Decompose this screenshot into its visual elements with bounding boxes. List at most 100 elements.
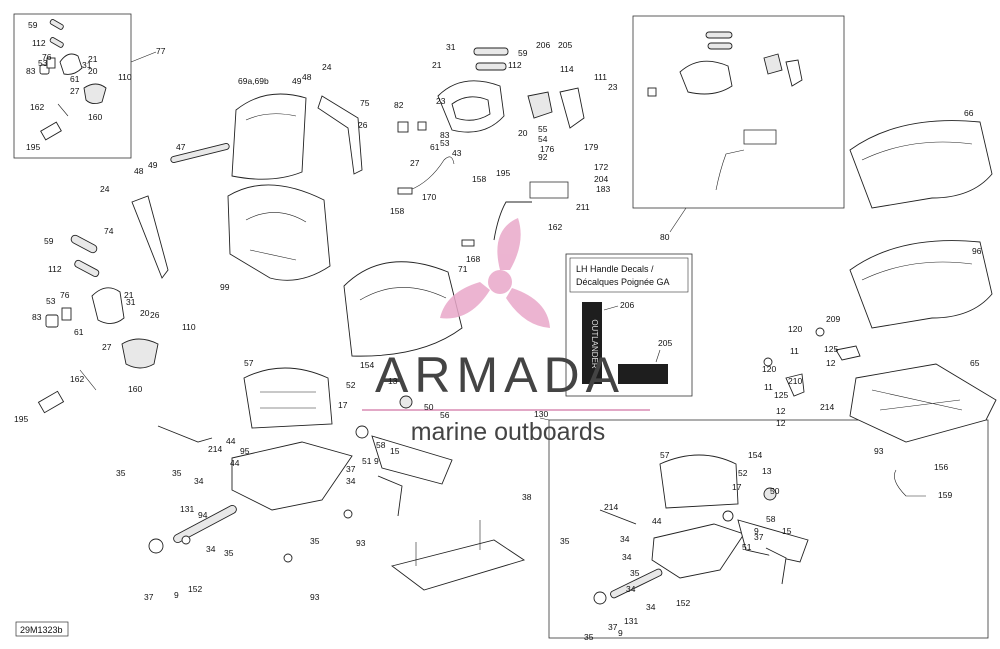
part-number-label: 111 [594,72,607,82]
part-number-label: 183 [596,184,610,194]
part-number-label: 92 [538,152,548,162]
part-number-label: 35 [116,468,126,478]
part-number-label: 209 [826,314,840,324]
part-number-label: 168 [466,254,480,264]
part-number-label: 54 [538,134,548,144]
part-number-label: 35 [172,468,182,478]
part-number-label: 94 [198,510,208,520]
part-number-label: 48 [134,166,144,176]
part-number-label: 34 [194,476,204,486]
decal-part-a: 206 [620,300,634,310]
part-number-label: 69a,69b [238,76,269,86]
part-number-label: 37 [608,622,618,632]
part-number-label: 99 [220,282,230,292]
part-number-label: 206 [536,40,550,50]
part-number-label: 120 [762,364,776,374]
part-number-label: 53 [46,296,56,306]
watermark-tagline: marine outboards [411,418,606,446]
part-number-label: 27 [102,342,112,352]
part-number-label: 34 [626,584,636,594]
part-number-label: 75 [360,98,370,108]
part-number-label: 179 [584,142,598,152]
part-number-label: 53 [38,58,48,68]
part-number-label: 55 [538,124,548,134]
part-number-label: 35 [310,536,320,546]
part-number-label: 120 [788,324,802,334]
part-number-label: 31 [82,60,92,70]
part-number-label: 156 [934,462,948,472]
part-number-label: 114 [560,64,574,74]
part-number-label: 125 [774,390,788,400]
part-number-label: 74 [104,226,114,236]
part-number-label: 112 [32,38,46,48]
detail-box-77 [13,13,132,159]
part-number-label: 172 [594,162,608,172]
part-number-label: 83 [440,130,450,140]
part-number-label: 154 [748,450,762,460]
part-number-label: 12 [776,406,786,416]
watermark-brand: ARMADA [375,347,625,403]
handle-assembly-detail [39,19,107,141]
part-number-label: 20 [518,128,528,138]
part-number-label: 71 [458,264,468,274]
part-number-label: 58 [376,440,386,450]
decal-title-line-2: Décalques Poignée GA [576,277,670,287]
part-number-label: 12 [776,418,786,428]
part-number-label: 82 [394,100,404,110]
part-number-label: 214 [208,444,222,454]
part-number-label: 131 [624,616,638,626]
part-number-label: 43 [452,148,462,158]
part-number-label: 61 [70,74,80,84]
part-number-label: 23 [436,96,446,106]
part-number-label: 27 [410,158,420,168]
right-seats [763,120,997,497]
part-number-label: 34 [346,476,356,486]
part-number-label: 34 [206,544,216,554]
part-number-label: 21 [88,54,98,64]
part-number-label: 131 [180,504,194,514]
part-number-label: 204 [594,174,608,184]
part-number-label: 23 [608,82,618,92]
part-number-label: 38 [522,492,532,502]
part-number-label: 76 [60,290,70,300]
part-number-label: 65 [970,358,980,368]
part-number-label: 34 [646,602,656,612]
callout-130: 130 [534,409,548,419]
part-number-label: 83 [32,312,42,322]
decal-strip-text: OUTLANDER [590,319,599,369]
part-number-label: 20 [140,308,150,318]
part-number-label: 9 [618,628,623,638]
part-number-label: 57 [660,450,670,460]
part-number-label: 35 [630,568,640,578]
part-number-label: 57 [244,358,254,368]
body-panel-parts [37,93,363,414]
part-number-label: 44 [652,516,662,526]
part-number-label: 51 [362,456,372,466]
part-number-label: 158 [472,174,486,184]
part-number-label: 26 [150,310,160,320]
part-number-label: 110 [182,322,196,332]
decal-strip-206 [582,302,602,384]
part-number-label: 35 [560,536,570,546]
decal-plate-205 [618,364,668,384]
propeller-logo-icon [440,218,550,328]
part-number-label: 15 [390,446,400,456]
part-number-label: 34 [620,534,630,544]
part-number-label: 61 [74,327,84,337]
part-number-label: 95 [240,446,250,456]
part-number-label: 195 [26,142,40,152]
part-number-label: 15 [782,526,792,536]
decal-title-line-1: LH Handle Decals / [576,264,654,274]
part-number-label: 152 [188,584,202,594]
part-number-label: 154 [360,360,374,370]
part-number-label: 26 [358,120,368,130]
armada-watermark: ARMADA marine outboards [362,218,650,446]
part-number-label: 66 [964,108,974,118]
part-number-label: 31 [446,42,456,52]
part-number-label: 93 [356,538,366,548]
steering-detail-130 [593,454,809,605]
part-number-label: 31 [126,297,136,307]
part-number-label: 59 [44,236,54,246]
part-number-label: 93 [874,446,884,456]
